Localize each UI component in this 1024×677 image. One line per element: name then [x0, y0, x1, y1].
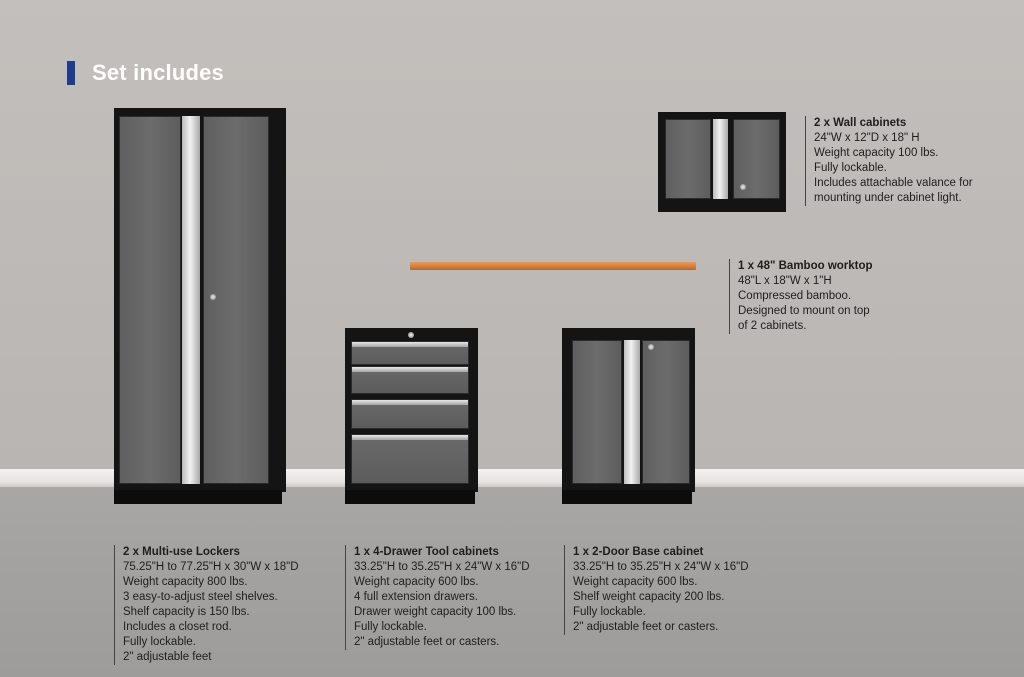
locker-handle: [182, 116, 200, 484]
locker-left-door: [119, 116, 181, 484]
info-line: Drawer weight capacity 100 lbs.: [354, 606, 517, 618]
info-line: Fully lockable.: [573, 606, 646, 618]
base-cabinet-right-door: [642, 340, 690, 484]
info-line: Weight capacity 100 lbs.: [814, 147, 939, 159]
drawer-handle: [352, 400, 468, 405]
info-line: 33.25"H to 35.25"H x 24"W x 16"D: [573, 561, 749, 573]
tool-cabinet-info: 1 x 4-Drawer Tool cabinets 33.25"H to 35…: [345, 545, 530, 650]
drawer-handle: [352, 435, 468, 440]
wall-cabinets-info: 2 x Wall cabinets 24"W x 12"D x 18" H We…: [805, 116, 973, 206]
worktop-heading: 1 x 48" Bamboo worktop: [738, 260, 873, 272]
info-line: Shelf capacity is 150 lbs.: [123, 606, 250, 618]
info-line: Compressed bamboo.: [738, 290, 852, 302]
info-line: mounting under cabinet light.: [814, 192, 962, 204]
lockers-heading: 2 x Multi-use Lockers: [123, 546, 240, 558]
info-line: Weight capacity 800 lbs.: [123, 576, 248, 588]
wall-cabinet-handle: [713, 119, 728, 199]
lock-icon: [408, 332, 414, 338]
lock-icon: [210, 294, 216, 300]
info-line: Fully lockable.: [123, 636, 196, 648]
base-cabinet-base: [562, 490, 692, 504]
tool-cabinet-image: [345, 328, 478, 492]
info-line: 24"W x 12"D x 18" H: [814, 132, 920, 144]
title-accent-bar: [67, 61, 75, 85]
info-line: 4 full extension drawers.: [354, 591, 479, 603]
info-line: 33.25"H to 35.25"H x 24"W x 16"D: [354, 561, 530, 573]
tool-drawer-3: [351, 399, 469, 429]
base-cabinet-heading: 1 x 2-Door Base cabinet: [573, 546, 704, 558]
wall-cabinets-heading: 2 x Wall cabinets: [814, 117, 907, 129]
lock-icon: [740, 184, 746, 190]
base-cabinet-left-door: [572, 340, 622, 484]
wall-cabinet-left-door: [665, 119, 711, 199]
info-line: Designed to mount on top: [738, 305, 870, 317]
info-line: 48"L x 18"W x 1"H: [738, 275, 832, 287]
tool-cabinet-base: [345, 490, 475, 504]
lock-icon: [648, 344, 654, 350]
lockers-info: 2 x Multi-use Lockers 75.25"H to 77.25"H…: [114, 545, 299, 665]
drawer-handle: [352, 367, 468, 372]
info-line: Includes attachable valance for: [814, 177, 973, 189]
info-line: 3 easy-to-adjust steel shelves.: [123, 591, 278, 603]
locker-base: [114, 490, 282, 504]
floor-background: [0, 487, 1024, 677]
info-line: Fully lockable.: [814, 162, 887, 174]
locker-cabinet-image: [114, 108, 286, 492]
info-line: Includes a closet rod.: [123, 621, 232, 633]
info-line: 75.25"H to 77.25"H x 30"W x 18"D: [123, 561, 299, 573]
info-line: Fully lockable.: [354, 621, 427, 633]
info-line: 2" adjustable feet or casters.: [354, 636, 500, 648]
info-line: Shelf weight capacity 200 lbs.: [573, 591, 725, 603]
base-cabinet-handle: [624, 340, 640, 484]
worktop-info: 1 x 48" Bamboo worktop 48"L x 18"W x 1"H…: [729, 259, 873, 334]
wall-cabinet-image: [658, 112, 786, 212]
bamboo-worktop-image: [410, 262, 696, 270]
tool-drawer-2: [351, 366, 469, 394]
base-cabinet-info: 1 x 2-Door Base cabinet 33.25"H to 35.25…: [564, 545, 749, 635]
page-title: Set includes: [92, 60, 224, 85]
info-line: of 2 cabinets.: [738, 320, 807, 332]
tool-cabinet-heading: 1 x 4-Drawer Tool cabinets: [354, 546, 499, 558]
info-line: 2" adjustable feet or casters.: [573, 621, 719, 633]
info-line: Weight capacity 600 lbs.: [573, 576, 698, 588]
base-cabinet-image: [562, 328, 695, 492]
drawer-handle: [352, 342, 468, 347]
info-line: Weight capacity 600 lbs.: [354, 576, 479, 588]
tool-drawer-1: [351, 341, 469, 365]
tool-drawer-4: [351, 434, 469, 484]
info-line: 2" adjustable feet: [123, 651, 212, 663]
locker-right-door: [203, 116, 269, 484]
